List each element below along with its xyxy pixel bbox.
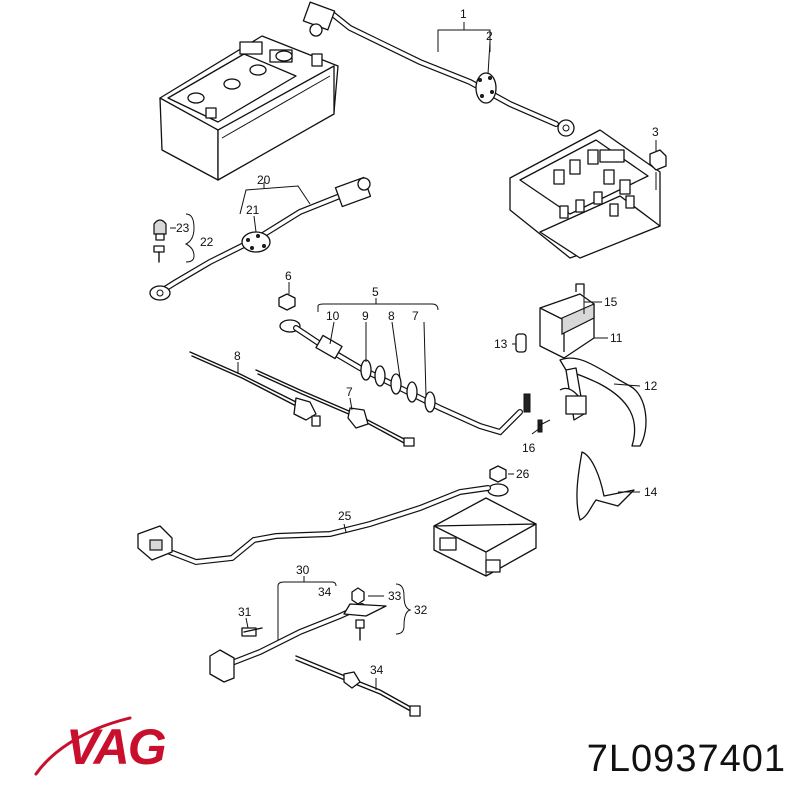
bolt-nut-22: [153, 219, 167, 263]
callout-8a: 8: [388, 309, 395, 323]
callout-21: 21: [246, 203, 260, 217]
callout-31: 31: [238, 605, 252, 619]
part-number: 7L0937401: [586, 738, 786, 780]
ground-cable-assembly: [149, 176, 372, 301]
callout-7a: 7: [412, 309, 419, 323]
callout-15: 15: [604, 295, 618, 309]
callout-22: 22: [200, 235, 214, 249]
callout-25: 25: [338, 509, 352, 523]
cable-tie-7: [255, 369, 415, 447]
callout-5: 5: [372, 285, 379, 299]
relay-bracket: [515, 283, 647, 447]
logo-text: VAG: [66, 719, 166, 775]
callout-33: 33: [388, 589, 402, 603]
battery: [159, 35, 339, 181]
positive-cable-assembly: [302, 1, 575, 137]
callout-26: 26: [516, 467, 530, 481]
callout-8b: 8: [234, 349, 241, 363]
cable-tie-34: [295, 655, 421, 717]
callout-9: 9: [362, 309, 369, 323]
callout-1: 1: [460, 7, 467, 21]
callout-2: 2: [486, 29, 493, 43]
bracket-14: [576, 451, 635, 521]
callout-32: 32: [414, 603, 428, 617]
callout-6: 6: [285, 269, 292, 283]
callout-34a: 34: [318, 585, 332, 599]
callout-3: 3: [652, 125, 659, 139]
callout-30: 30: [296, 563, 310, 577]
fuse-box: [509, 129, 667, 259]
callout-20: 20: [257, 173, 271, 187]
cable-harness-5: [278, 293, 531, 436]
control-unit: [433, 497, 537, 577]
callout-labels: 1 2 3 20 21 23 22 6 5 10 9 8 7 8 7 15 13…: [176, 7, 659, 677]
logo-swoosh: [34, 716, 132, 776]
callout-10: 10: [326, 309, 340, 323]
callout-16: 16: [522, 441, 536, 455]
callout-7b: 7: [346, 385, 353, 399]
cable-tie-8: [189, 351, 321, 427]
callout-13: 13: [494, 337, 508, 351]
callout-23: 23: [176, 221, 190, 235]
callout-14: 14: [644, 485, 658, 499]
leader-lines: [170, 22, 657, 690]
cable-30: [209, 587, 387, 683]
nut-26: [487, 465, 509, 497]
callout-12: 12: [644, 379, 658, 393]
vag-logo: VAG: [34, 716, 168, 776]
callout-11: 11: [610, 331, 623, 345]
callout-34b: 34: [370, 663, 384, 677]
cable-25: [137, 485, 491, 566]
